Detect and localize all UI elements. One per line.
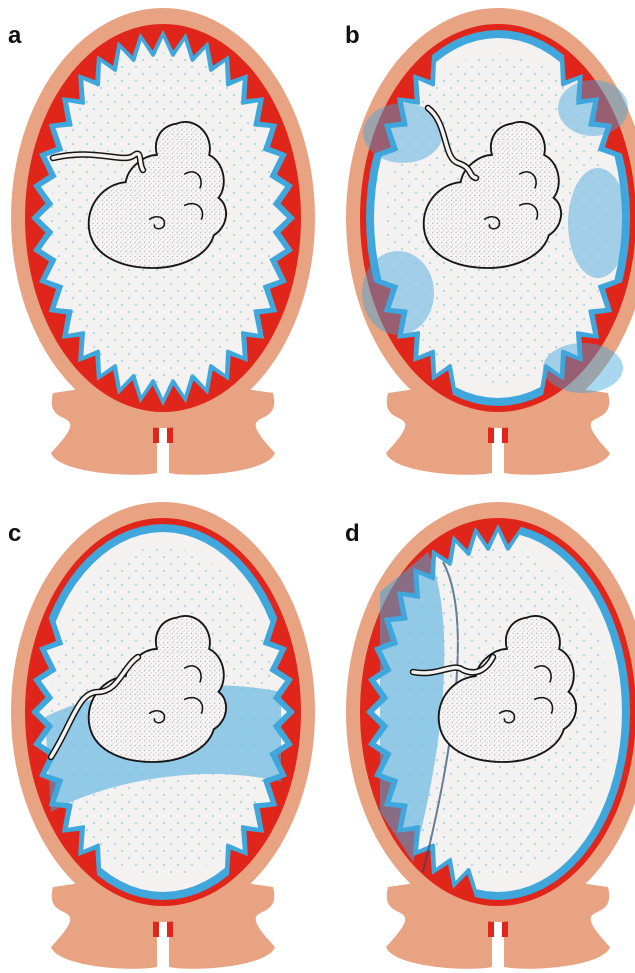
panel-c: [11, 502, 315, 969]
panel-label-d: d: [345, 520, 360, 548]
panel-label-c: c: [8, 520, 21, 548]
panel-label-b: b: [345, 22, 360, 50]
panel-d: [346, 502, 635, 969]
panel-a: [11, 8, 315, 475]
panel-label-a: a: [8, 22, 21, 50]
panel-b: [346, 8, 635, 475]
